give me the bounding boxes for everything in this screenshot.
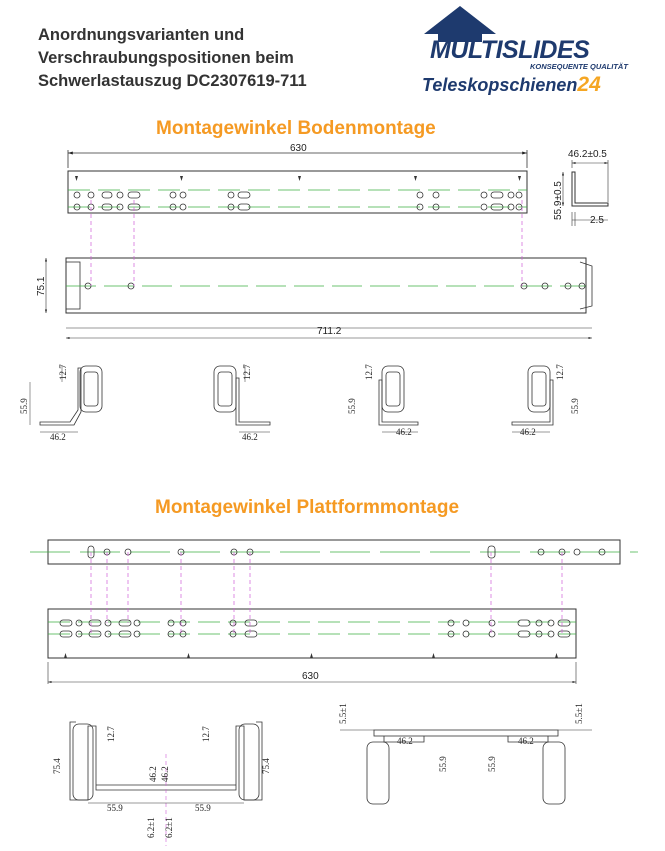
view4-dim-55-9: 55.9 (570, 398, 580, 414)
dim-630-top: 630 (290, 143, 307, 154)
bracket-profile: 46.2±0.5 55.9±0.5 2.5 (553, 149, 609, 226)
platform-dim-5-5-left: 5.5±1 (338, 703, 348, 724)
section-title-bodenmontage: Montagewinkel Bodenmontage (156, 118, 436, 139)
house-arrow-icon (424, 6, 496, 42)
mount-view-3: 12.7 55.9 46.2 (347, 364, 419, 437)
logo-tele: Teleskopschienen24 (422, 73, 601, 97)
view3-dim-46-2: 46.2 (396, 427, 412, 437)
mount-view-1: 12.7 55.9 46.2 (19, 364, 103, 442)
bracket-top-view: 630 (67, 143, 528, 214)
channel-dim-75-4-right: 75.4 (261, 758, 271, 774)
page-header: Anordnungsvarianten und Verschraubungspo… (38, 24, 368, 93)
view2-dim-12-7: 12.7 (242, 364, 252, 380)
view1-dim-46-2: 46.2 (50, 432, 66, 442)
header-line-2: Verschraubungspositionen beim (38, 49, 294, 67)
channel-dim-55-9-right: 55.9 (195, 803, 211, 813)
platform-dim-46-2-left: 46.2 (397, 736, 413, 746)
dim-2-5: 2.5 (590, 215, 604, 226)
view1-dim-12-7: 12.7 (58, 364, 68, 380)
dim-630-bottom: 630 (302, 671, 319, 682)
logo-24: 24 (577, 73, 601, 96)
header-line-1: Anordnungsvarianten und (38, 26, 245, 44)
mount-view-4: 12.7 55.9 46.2 (511, 364, 580, 437)
platform-dim-55-9-left: 55.9 (438, 756, 448, 772)
channel-dim-6-2-right: 6.2±1 (164, 817, 174, 838)
platform-view: 46.2 46.2 55.9 55.9 5.5±1 5.5±1 (338, 703, 592, 805)
platform-dim-46-2-right: 46.2 (518, 736, 534, 746)
view2-dim-46-2: 46.2 (242, 432, 258, 442)
brand-logo: MULTISLIDES KONSEQUENTE QUALITÄT Telesko… (412, 2, 652, 98)
platform-dim-5-5-right: 5.5±1 (574, 703, 584, 724)
dim-75-1: 75.1 (36, 276, 47, 296)
channel-dim-12-7-left: 12.7 (106, 726, 116, 742)
channel-dim-6-2-left: 6.2±1 (146, 817, 156, 838)
view4-dim-46-2: 46.2 (520, 427, 536, 437)
channel-dim-46-2-right: 46.2 (160, 766, 170, 782)
slide-side-view: 75.1 711.2 (36, 200, 593, 340)
channel-dim-55-9-left: 55.9 (107, 803, 123, 813)
logo-slogan: KONSEQUENTE QUALITÄT (530, 62, 628, 71)
dim-55-9-top: 55.9±0.5 (553, 181, 564, 220)
logo-tele-word: Teleskopschienen (422, 75, 578, 95)
view1-dim-55-9: 55.9 (19, 398, 29, 414)
channel-dim-75-4-left: 75.4 (52, 758, 62, 774)
channel-dim-46-2-left: 46.2 (148, 766, 158, 782)
dim-711-2: 711.2 (317, 326, 342, 337)
platform-top-strip (30, 539, 638, 565)
mount-view-2: 12.7 46.2 (213, 364, 271, 442)
header-line-3: Schwerlastauszug DC2307619-711 (38, 72, 307, 90)
platform-front-strip: 630 (47, 552, 577, 684)
view4-dim-12-7: 12.7 (555, 364, 565, 380)
dim-46-2-top: 46.2±0.5 (568, 149, 607, 160)
logo-brand: MULTISLIDES (430, 36, 590, 64)
view3-dim-12-7: 12.7 (364, 364, 374, 380)
channel-view: 12.7 12.7 75.4 75.4 46.2 46.2 55.9 55.9 … (52, 721, 271, 846)
channel-dim-12-7-right: 12.7 (201, 726, 211, 742)
section-title-plattformmontage: Montagewinkel Plattformmontage (155, 497, 460, 518)
platform-dim-55-9-right: 55.9 (487, 756, 497, 772)
view3-dim-55-9: 55.9 (347, 398, 357, 414)
